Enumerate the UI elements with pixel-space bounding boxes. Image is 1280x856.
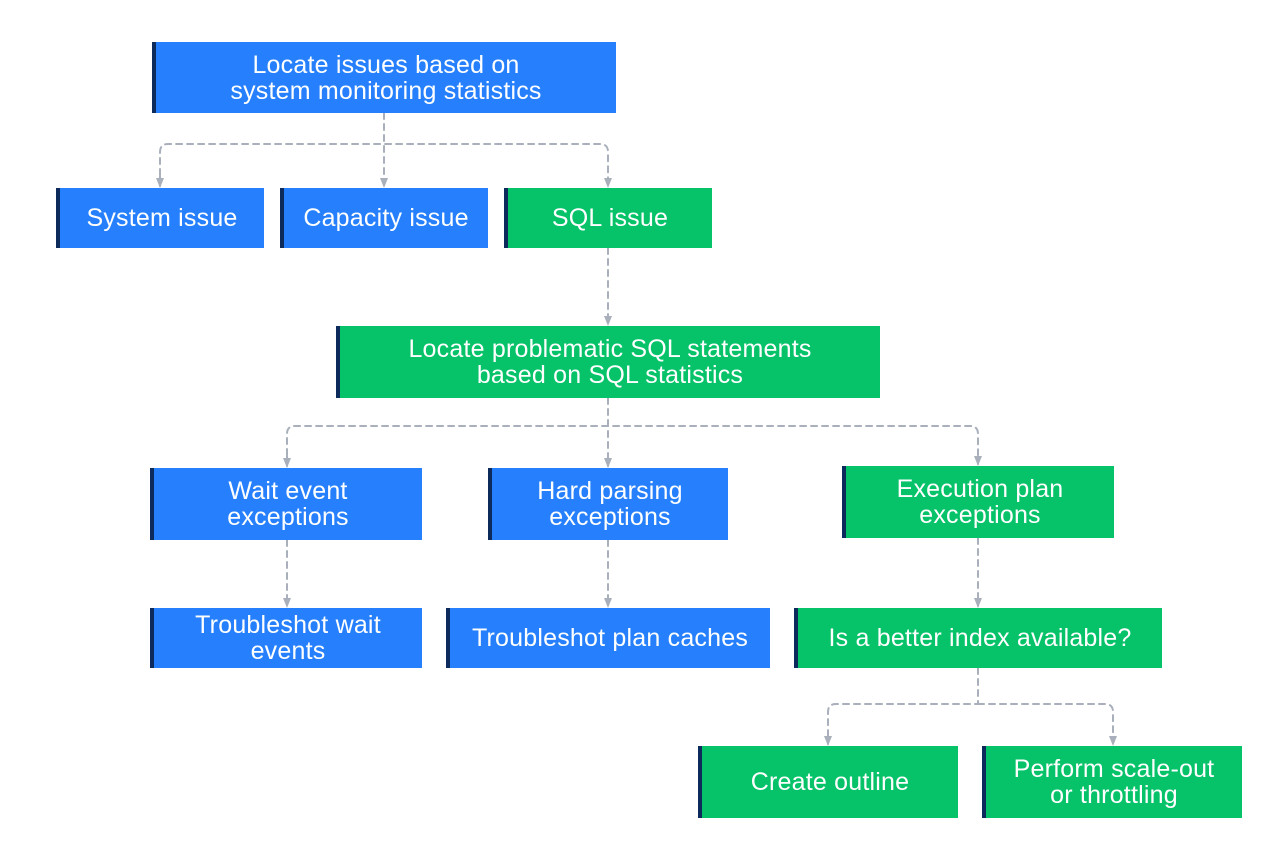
node-label: Is a better index available? [828, 624, 1132, 652]
node-label: Locate problematic SQL statements based … [408, 335, 812, 389]
node-better-index-available: Is a better index available? [794, 608, 1162, 668]
node-locate-issues-monitoring: Locate issues based on system monitoring… [152, 42, 616, 113]
node-label: Troubleshot wait events [195, 611, 381, 665]
node-capacity-issue: Capacity issue [280, 188, 488, 248]
connector-index-branch [824, 667, 979, 746]
node-label: Create outline [750, 768, 910, 796]
connector-index-right [977, 703, 1117, 746]
node-create-outline: Create outline [698, 746, 958, 818]
node-troubleshoot-plan-caches: Troubleshot plan caches [446, 608, 770, 668]
node-label: Perform scale-out or throttling [1013, 755, 1215, 809]
node-sql-issue: SQL issue [504, 188, 712, 248]
node-label: System issue [86, 204, 238, 232]
node-system-issue: System issue [56, 188, 264, 248]
node-execution-plan-exceptions: Execution plan exceptions [842, 466, 1114, 538]
node-troubleshoot-wait-events: Troubleshot wait events [150, 608, 422, 668]
node-label: Execution plan exceptions [896, 475, 1064, 529]
node-label: Wait event exceptions [227, 477, 349, 531]
node-label: SQL issue [551, 204, 669, 232]
node-hard-parsing-exceptions: Hard parsing exceptions [488, 468, 728, 540]
node-scale-out-throttling: Perform scale-out or throttling [982, 746, 1242, 818]
node-locate-problematic-sql: Locate problematic SQL statements based … [336, 326, 880, 398]
node-wait-event-exceptions: Wait event exceptions [150, 468, 422, 540]
node-label: Capacity issue [303, 204, 469, 232]
connector-locate-branch [286, 425, 982, 467]
node-label: Locate issues based on system monitoring… [230, 50, 542, 105]
connector-root-branch [159, 143, 612, 188]
node-label: Hard parsing exceptions [537, 477, 683, 531]
node-label: Troubleshot plan caches [471, 624, 749, 652]
